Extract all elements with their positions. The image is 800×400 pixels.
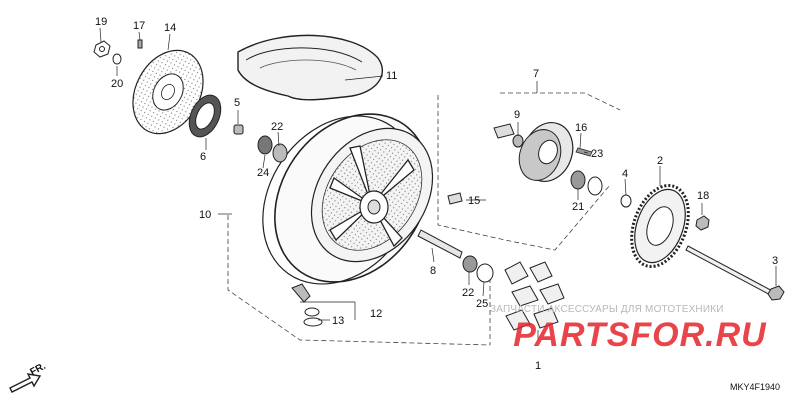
callout-14[interactable]: 14 (164, 22, 177, 34)
callout-22-lower[interactable]: 22 (462, 287, 475, 299)
callout-4[interactable]: 4 (622, 168, 629, 180)
callout-21[interactable]: 21 (572, 201, 585, 213)
small-parts[interactable] (93, 39, 494, 327)
watermark-caption: ЗАПЧАСТИ АКСЕССУАРЫ ДЛЯ МОТОТЕХНИКИ (490, 304, 724, 315)
callout-19[interactable]: 19 (95, 16, 108, 28)
callout-22-upper[interactable]: 22 (271, 121, 284, 133)
callout-20[interactable]: 20 (111, 78, 124, 90)
callout-23[interactable]: 23 (591, 148, 604, 160)
leader-lines (99, 27, 777, 340)
callout-18[interactable]: 18 (697, 190, 710, 202)
callout-11[interactable]: 11 (386, 70, 398, 82)
damper-rubbers[interactable] (504, 261, 565, 331)
sprocket[interactable] (620, 178, 710, 275)
axle[interactable] (685, 245, 785, 301)
wheel-rim[interactable] (231, 84, 461, 314)
tire[interactable] (237, 34, 384, 101)
callout-24[interactable]: 24 (257, 167, 270, 179)
callout-6[interactable]: 6 (200, 151, 207, 163)
diagram-code: MKY4F1940 (730, 382, 781, 392)
callout-25[interactable]: 25 (476, 298, 489, 310)
callout-5[interactable]: 5 (234, 97, 241, 109)
callout-13[interactable]: 13 (332, 315, 345, 327)
front-direction-arrow (9, 373, 42, 393)
callout-8[interactable]: 8 (430, 265, 437, 277)
callout-1[interactable]: 1 (535, 360, 542, 372)
callout-2[interactable]: 2 (657, 155, 664, 167)
callout-10[interactable]: 10 (199, 209, 212, 221)
callout-9[interactable]: 9 (514, 109, 521, 121)
driven-flange[interactable] (493, 116, 603, 196)
callout-12[interactable]: 12 (370, 308, 383, 320)
dust-seal[interactable] (183, 90, 227, 142)
callout-7[interactable]: 7 (533, 68, 540, 80)
callout-15[interactable]: 15 (468, 195, 481, 207)
callout-16[interactable]: 16 (575, 122, 588, 134)
brake-disc[interactable] (119, 38, 217, 146)
callout-3[interactable]: 3 (772, 255, 779, 267)
watermark-logo: PARTSFOR.RU (513, 316, 767, 354)
group-outline (227, 92, 621, 346)
callout-17[interactable]: 17 (133, 20, 146, 32)
